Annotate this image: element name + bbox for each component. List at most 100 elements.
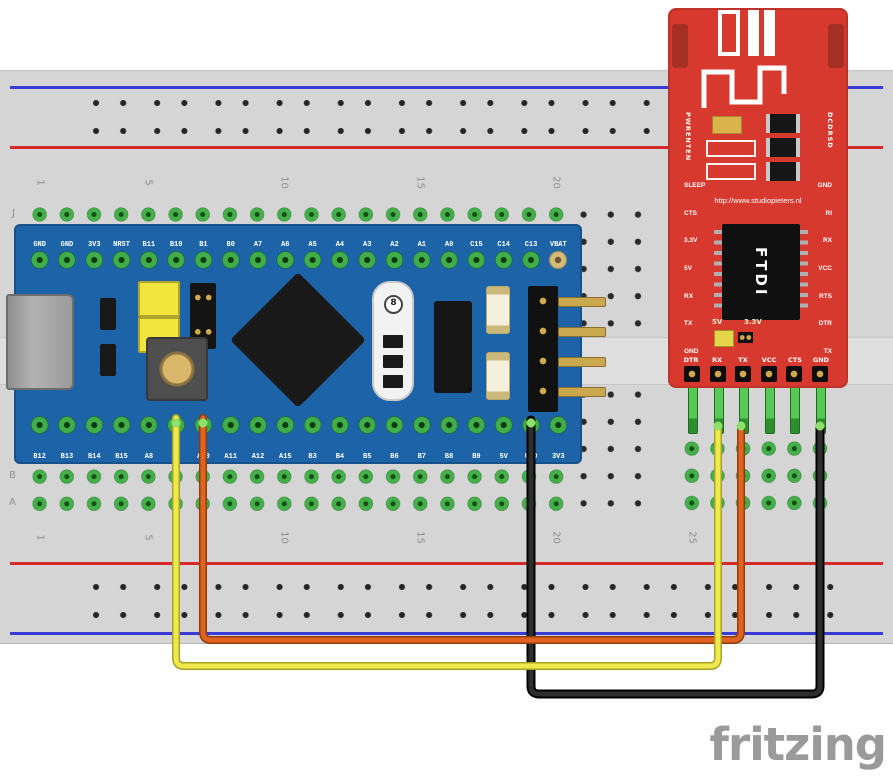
pin-label: B9 — [472, 453, 481, 461]
tie-row-holes-connected[interactable] — [26, 463, 572, 518]
ftdi-pin-label: TX — [684, 320, 693, 328]
ftdi-pin-label: RTS — [819, 292, 832, 300]
pin-label: B10 — [169, 241, 183, 249]
pin-label: B6 — [390, 453, 399, 461]
chip-pins — [800, 230, 808, 314]
ftdi-chip-label: FTDI — [752, 246, 770, 298]
voltage-label-3v3: 3.3V — [744, 318, 762, 326]
led — [486, 352, 510, 400]
pin-label: GND — [60, 241, 74, 249]
ftdi-pin-label: CTS — [788, 356, 802, 364]
column-number: 1 — [34, 534, 46, 541]
column-number: 15 — [414, 176, 426, 189]
column-number: 10 — [278, 531, 290, 544]
capacitor — [100, 344, 116, 376]
swd-pin — [558, 357, 606, 367]
pin-label: A3 — [363, 241, 372, 249]
pin-label: B5 — [363, 453, 372, 461]
row-letter: J — [12, 208, 15, 219]
board-component — [766, 162, 800, 181]
ftdi-pin-label: GND — [812, 356, 830, 364]
pin-label: 5V — [499, 453, 508, 461]
ftdi-url-text: http://www.studiopieters.nl — [714, 196, 802, 205]
tie-row-holes[interactable] — [570, 201, 656, 338]
power-rail-red-line-bottom — [10, 562, 883, 565]
pin-label: A6 — [281, 241, 290, 249]
column-number: 25 — [686, 531, 698, 544]
silkscreen-outline — [706, 140, 756, 157]
power-rail-blue-line-top — [10, 86, 883, 89]
ftdi-pin-label: CTS — [684, 209, 697, 217]
ftdi-pin-label: VCC — [818, 265, 832, 273]
usb-symbol-icon — [701, 10, 787, 108]
pin-label: GND — [524, 453, 538, 461]
pin-label: B12 — [33, 453, 46, 461]
pin-label: A5 — [308, 241, 317, 249]
silkscreen-outline — [706, 163, 756, 180]
board-component — [672, 24, 688, 68]
pin-label: A0 — [444, 241, 454, 249]
column-number: 5 — [142, 534, 154, 541]
ftdi-header-pin — [816, 384, 826, 434]
row-letter: B — [9, 470, 16, 481]
pin-label: NRST — [113, 241, 130, 249]
tie-row-holes-connected[interactable] — [679, 435, 836, 518]
pin-label: C13 — [524, 241, 538, 249]
crystal-pad — [383, 355, 403, 368]
power-rail-holes-bottom[interactable] — [86, 573, 845, 629]
bluepill-top-pads[interactable] — [26, 246, 572, 274]
crystal-pad — [383, 335, 403, 348]
board-component — [712, 116, 742, 134]
crystal-oscillator: 8 — [372, 281, 414, 401]
ftdi-header-pin — [739, 384, 749, 434]
ftdi-pin-label: DTR — [683, 356, 699, 364]
reset-button[interactable] — [146, 337, 208, 401]
header-pin-block — [786, 366, 802, 382]
tie-row-holes-connected[interactable] — [26, 201, 572, 228]
column-number: 20 — [550, 176, 562, 189]
pin-label: B1 — [199, 241, 208, 249]
header-pin-block — [812, 366, 828, 382]
micro-usb-port — [6, 294, 74, 390]
power-rail-red-line-top — [10, 146, 883, 149]
ftdi-pin-label: 5V — [684, 265, 692, 273]
ftdi-pin-label: DTR — [818, 320, 832, 328]
vbat-pad[interactable] — [549, 251, 567, 269]
crystal-pad — [383, 375, 403, 388]
ftdi-pin-label: RX — [822, 237, 832, 245]
tie-row-holes[interactable] — [570, 381, 656, 518]
capacitor — [100, 298, 116, 330]
pin-label: 3V3 — [87, 241, 101, 249]
pin-label: B3 — [308, 453, 317, 461]
pin-label: A15 — [279, 453, 292, 461]
row-letter: A — [9, 497, 16, 508]
column-number: 10 — [278, 176, 290, 189]
pin-label: A7 — [253, 241, 263, 249]
pin-label: B0 — [226, 241, 235, 249]
ftdi-pin-label: SLEEP — [684, 182, 706, 189]
fritzing-logo: fritzing — [709, 718, 887, 771]
column-number: 20 — [550, 531, 562, 544]
bluepill-bottom-pads[interactable] — [26, 411, 572, 439]
swd-header — [528, 286, 558, 412]
pin-label: A8 — [144, 453, 154, 461]
ftdi-left-vertical-label: PWRENTEN — [684, 112, 692, 162]
ftdi-header-pin — [790, 384, 800, 434]
column-number: 15 — [414, 531, 426, 544]
pin-label: GND — [33, 241, 46, 249]
pin-label: A11 — [224, 453, 238, 461]
ftdi-right-vertical-label: DCDRSD — [826, 112, 834, 149]
ftdi-pin-label: RX — [684, 292, 694, 300]
header-pin-block — [761, 366, 777, 382]
stm32-mcu-chip — [230, 272, 366, 408]
ftdi-pin-label: TX — [823, 348, 832, 356]
header-pin-block — [684, 366, 700, 382]
